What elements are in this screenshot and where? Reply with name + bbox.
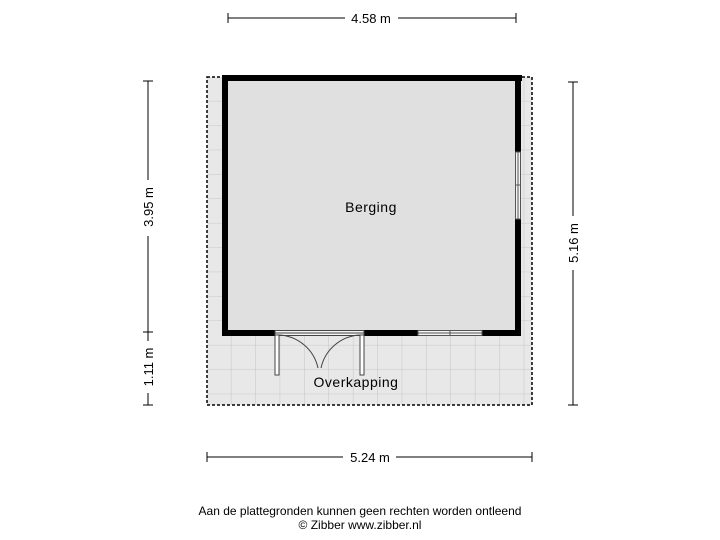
double-door: [274, 330, 365, 376]
dimension-top: [227, 13, 517, 23]
dimension-right-label: 5.16 m: [566, 223, 581, 263]
bottom-window: [417, 330, 483, 336]
copyright-text: © Zibber www.zibber.nl: [298, 518, 422, 532]
dimension-left: [143, 80, 153, 406]
disclaimer-text: Aan de plattegronden kunnen geen rechten…: [198, 504, 522, 518]
dimension-top-label: 4.58 m: [351, 11, 391, 26]
dimension-left-upper-label: 3.95 m: [141, 187, 156, 227]
right-window: [515, 151, 521, 220]
canopy-label: Overkapping: [314, 374, 399, 390]
dimension-right: [568, 81, 578, 406]
dimension-bottom: [206, 452, 533, 462]
storage-room: [226, 79, 518, 331]
walls: [222, 75, 522, 336]
dimension-left-lower-label: 1.11 m: [141, 348, 156, 387]
storage-room-label: Berging: [345, 199, 397, 215]
dimension-bottom-label: 5.24 m: [350, 450, 390, 465]
